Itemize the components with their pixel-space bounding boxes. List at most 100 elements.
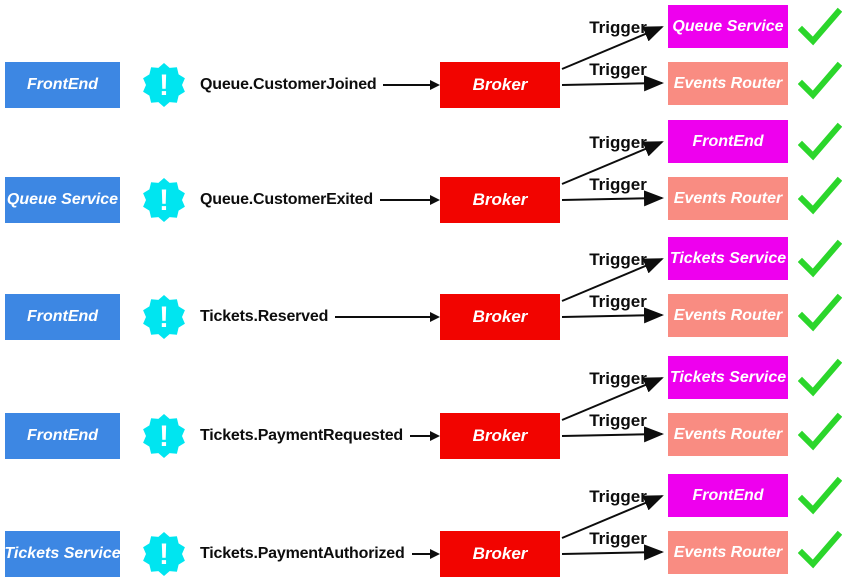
- broker-box: Broker: [440, 531, 560, 577]
- event-name: Queue.CustomerExited: [200, 191, 373, 208]
- target-service-box: FrontEnd: [668, 120, 788, 163]
- trigger-label: Trigger: [589, 250, 647, 269]
- exclamation-badge-icon: !: [143, 532, 185, 576]
- target-service-label: Tickets Service: [669, 368, 787, 386]
- target-service-label: Events Router: [673, 306, 783, 324]
- target-service-label: FrontEnd: [692, 486, 764, 504]
- check-icon: [798, 293, 842, 332]
- source-service-label: Tickets Service: [4, 545, 121, 562]
- trigger-arrows: [561, 141, 664, 207]
- exclamation-badge-icon: !: [143, 414, 185, 458]
- arrow-line: [335, 316, 430, 318]
- check-icon: [798, 530, 842, 569]
- event-arrow-group: Queue.CustomerExited: [200, 177, 440, 223]
- exclamation-badge-icon: !: [143, 178, 185, 222]
- broker-label: Broker: [472, 75, 528, 94]
- check-icon: [798, 476, 842, 515]
- source-service-box: FrontEnd: [5, 62, 120, 108]
- arrowhead-icon: [430, 195, 440, 205]
- source-service-box: Queue Service: [5, 177, 120, 223]
- target-service-label: Events Router: [673, 425, 783, 443]
- broker-box: Broker: [440, 413, 560, 459]
- trigger-label: Trigger: [589, 529, 647, 548]
- target-service-box: Events Router: [668, 294, 788, 337]
- arrow-line: [411, 553, 430, 555]
- event-name: Tickets.Reserved: [200, 308, 329, 325]
- trigger-label: Trigger: [589, 487, 647, 506]
- target-service-label: FrontEnd: [692, 132, 764, 150]
- event-flow-row: FrontEnd ! Tickets.PaymentRequested Brok…: [0, 356, 843, 460]
- trigger-label: Trigger: [589, 411, 647, 430]
- event-arrow-group: Tickets.PaymentRequested: [200, 413, 440, 459]
- broker-label: Broker: [472, 307, 528, 326]
- arrow-line: [410, 435, 430, 437]
- check-icon: [798, 358, 842, 397]
- exclamation-mark: !: [159, 301, 169, 334]
- trigger-label: Trigger: [589, 175, 647, 194]
- target-service-box: Queue Service: [668, 5, 788, 48]
- trigger-arrows: [561, 258, 664, 324]
- arrowhead-icon: [430, 431, 440, 441]
- event-flow-row: FrontEnd ! Queue.CustomerJoined Broker T…: [0, 5, 843, 109]
- target-service-label: Events Router: [673, 74, 783, 92]
- trigger-label: Trigger: [589, 60, 647, 79]
- exclamation-badge-icon: !: [143, 63, 185, 107]
- trigger-arrows: [561, 495, 664, 561]
- trigger-arrows: [561, 26, 664, 92]
- exclamation-mark: !: [159, 184, 169, 217]
- event-flow-row: Queue Service ! Queue.CustomerExited Bro…: [0, 120, 843, 224]
- trigger-label: Trigger: [589, 133, 647, 152]
- event-arrow-group: Tickets.PaymentAuthorized: [200, 531, 440, 577]
- exclamation-badge-icon: !: [143, 295, 185, 339]
- check-icon: [798, 176, 842, 215]
- broker-label: Broker: [472, 426, 528, 445]
- arrowhead-icon: [430, 80, 440, 90]
- arrow-line: [383, 84, 430, 86]
- trigger-label: Trigger: [589, 369, 647, 388]
- check-icon: [798, 61, 842, 100]
- source-service-box: FrontEnd: [5, 413, 120, 459]
- check-icon: [798, 122, 842, 161]
- broker-label: Broker: [472, 190, 528, 209]
- target-service-box: Events Router: [668, 177, 788, 220]
- check-icon: [798, 412, 842, 451]
- broker-box: Broker: [440, 177, 560, 223]
- target-service-label: Tickets Service: [669, 249, 787, 267]
- target-service-box: Tickets Service: [668, 356, 788, 399]
- broker-box: Broker: [440, 294, 560, 340]
- event-name: Tickets.PaymentRequested: [200, 427, 403, 444]
- event-arrow-group: Queue.CustomerJoined: [200, 62, 440, 108]
- exclamation-mark: !: [159, 420, 169, 453]
- target-service-box: Events Router: [668, 413, 788, 456]
- broker-box: Broker: [440, 62, 560, 108]
- source-service-box: Tickets Service: [4, 531, 121, 577]
- exclamation-mark: !: [159, 538, 169, 571]
- event-flow-row: FrontEnd ! Tickets.Reserved Broker Trigg…: [0, 237, 843, 341]
- target-service-label: Events Router: [673, 189, 783, 207]
- arrowhead-icon: [430, 549, 440, 559]
- target-service-label: Events Router: [673, 543, 783, 561]
- source-service-label: FrontEnd: [26, 427, 99, 444]
- check-icon: [798, 239, 842, 278]
- arrowhead-icon: [430, 312, 440, 322]
- event-name: Tickets.PaymentAuthorized: [200, 545, 405, 562]
- exclamation-mark: !: [159, 69, 169, 102]
- source-service-label: Queue Service: [6, 191, 119, 208]
- check-icon: [798, 7, 842, 46]
- target-service-box: FrontEnd: [668, 474, 788, 517]
- source-service-box: FrontEnd: [5, 294, 120, 340]
- trigger-arrows: [561, 377, 664, 443]
- arrow-line: [379, 199, 430, 201]
- target-service-box: Events Router: [668, 62, 788, 105]
- event-flow-row: Tickets Service ! Tickets.PaymentAuthori…: [0, 474, 843, 578]
- trigger-label: Trigger: [589, 292, 647, 311]
- event-name: Queue.CustomerJoined: [200, 76, 377, 93]
- trigger-label: Trigger: [589, 18, 647, 37]
- target-service-box: Events Router: [668, 531, 788, 574]
- broker-label: Broker: [472, 544, 528, 563]
- source-service-label: FrontEnd: [26, 76, 99, 93]
- source-service-label: FrontEnd: [26, 308, 99, 325]
- target-service-label: Queue Service: [672, 17, 784, 35]
- event-arrow-group: Tickets.Reserved: [200, 294, 440, 340]
